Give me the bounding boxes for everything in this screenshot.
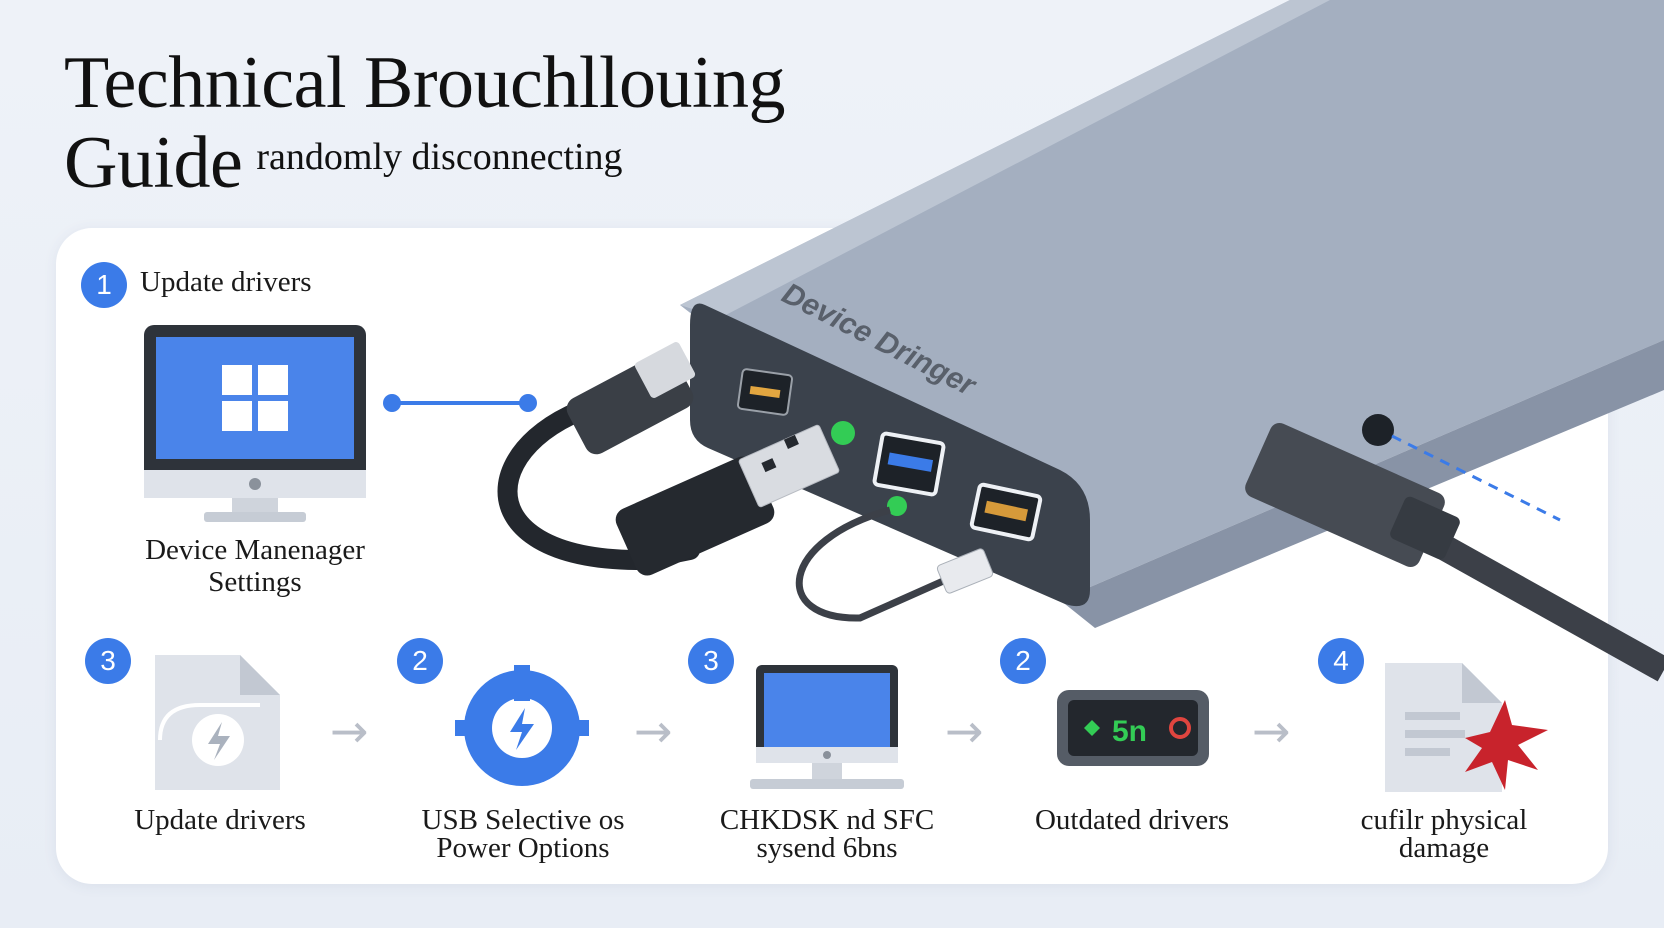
step-badge: 4 (1318, 638, 1364, 684)
top-step-badge: 1 (81, 262, 127, 308)
step-label-line1: Update drivers (134, 804, 306, 836)
display-code: 5n (1112, 715, 1147, 748)
external-drive: Device Dringer (680, 0, 1664, 628)
port-usb-small (736, 368, 794, 416)
port-usb-gold (969, 482, 1043, 542)
step-badge: 3 (688, 638, 734, 684)
step-badge: 2 (397, 638, 443, 684)
thin-cable (795, 506, 994, 622)
title-line1: Technical Brouchllouing (64, 42, 786, 124)
title-subtitle: randomly disconnecting (256, 135, 623, 178)
document-damage-icon (1385, 663, 1548, 792)
document-power-icon (155, 655, 280, 790)
arrow-icon: → (945, 704, 984, 758)
monitor-icon (750, 665, 904, 789)
status-led (831, 421, 855, 445)
step-label-line1: USB Selective os (421, 804, 625, 836)
display-panel-icon: 5n (1057, 690, 1209, 766)
step-label-line1: cufilr physical (1360, 804, 1528, 836)
connector-line (383, 394, 537, 412)
ethernet-cable (1245, 414, 1664, 682)
top-step-caption-line2: Settings (208, 566, 302, 598)
step-label-line2: sysend 6bns (756, 832, 898, 864)
step-badge: 3 (85, 638, 131, 684)
step-label-line2: damage (1398, 832, 1490, 864)
step-badge: 2 (1000, 638, 1046, 684)
arrow-icon: → (330, 704, 369, 758)
arrow-icon: → (634, 704, 673, 758)
small-led (887, 496, 907, 516)
monitor-windows-icon (144, 325, 366, 522)
usb-cable-black (497, 342, 840, 576)
step-label-line1: CHKDSK nd SFC (719, 804, 935, 836)
port-usb3 (872, 431, 946, 497)
title-line2: Guide (64, 121, 243, 204)
top-step-title: Update drivers (140, 266, 312, 298)
step-label-line2: Power Options (436, 832, 610, 864)
step-label-line1: Outdated drivers (1034, 804, 1230, 836)
top-step-caption-line1: Device Manenager (145, 534, 365, 566)
power-gear-icon (455, 665, 589, 786)
arrow-icon: → (1252, 704, 1291, 758)
